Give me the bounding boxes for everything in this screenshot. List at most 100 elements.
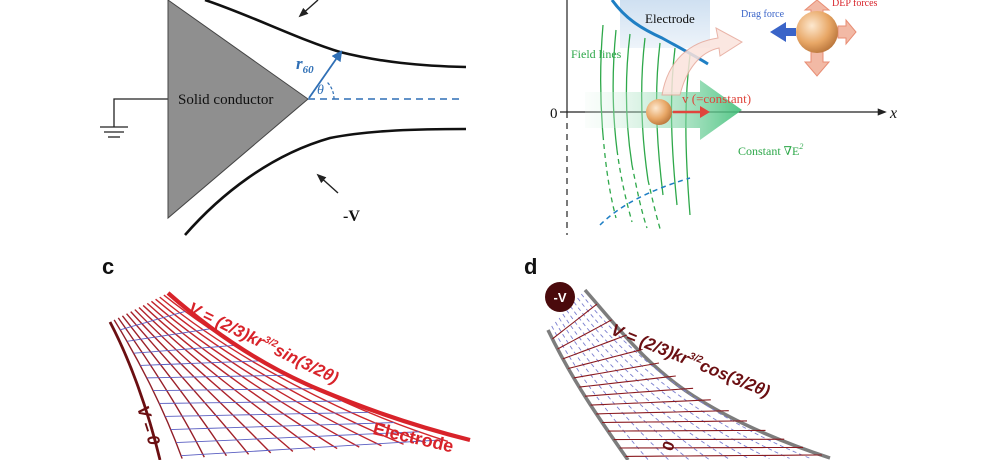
field-tick <box>201 346 211 349</box>
field-tick <box>319 423 339 426</box>
voltage-label: -V <box>343 208 360 225</box>
gradient-label-sup: 2 <box>799 142 803 151</box>
field-tick <box>147 336 155 339</box>
field-line <box>596 410 729 415</box>
force-particle <box>796 11 838 53</box>
radius-arrow <box>308 50 343 99</box>
panel-d-grid-lines <box>551 293 822 460</box>
velocity-label: v (=constant) <box>682 91 751 106</box>
field-tick <box>168 314 175 317</box>
potential-line <box>146 302 360 448</box>
field-tick <box>184 348 194 350</box>
conductor-label: Solid conductor <box>178 92 273 108</box>
potential-line <box>130 311 272 454</box>
panel-c-zero-label: V = 0 <box>133 403 164 448</box>
field-line <box>568 348 643 370</box>
field-line <box>552 303 598 340</box>
ground-icon <box>100 98 168 138</box>
potential-line <box>142 304 338 450</box>
field-tick <box>181 453 203 457</box>
potential-line <box>155 298 404 445</box>
field-tick <box>174 312 180 315</box>
dep-forces-label: DEP forces <box>832 0 878 9</box>
field-tick <box>277 436 298 439</box>
field-tick <box>245 426 264 428</box>
potential-line <box>159 296 426 444</box>
field-tick <box>141 321 148 325</box>
field-tick <box>216 439 237 442</box>
field-tick <box>189 330 197 333</box>
radius-label-sub: 60 <box>303 64 315 76</box>
field-tick <box>179 310 186 314</box>
panel-d-eq-exp: 3/2 <box>687 351 704 367</box>
potential-line <box>113 319 183 459</box>
panel-d-badge-label: -V <box>554 290 567 305</box>
panel-c: c V = (2/3)kr3/2sin(3/2θ) V = 0 Electrod… <box>102 254 471 460</box>
dep-force-right <box>837 18 857 46</box>
potential-line <box>580 293 810 459</box>
field-tick <box>193 347 202 350</box>
potential-line <box>566 309 730 460</box>
field-tick <box>338 434 359 436</box>
panel-d-zero-label: 0 <box>660 439 679 453</box>
potential-line <box>555 321 669 460</box>
field-tick <box>159 350 168 352</box>
field-line <box>573 362 660 379</box>
field-tick <box>398 431 420 434</box>
panel-c-potential-lines <box>113 294 449 459</box>
field-tick <box>257 437 278 440</box>
field-tick <box>168 333 176 336</box>
potential-line <box>569 305 750 460</box>
curved-motion-arrow <box>661 27 743 96</box>
particle <box>646 99 672 125</box>
panel-d-letter: d <box>524 254 537 279</box>
radius-label: r60 <box>296 54 314 76</box>
panel-b: 0 x Electrode Field lines Constant ∇E2 <box>550 0 897 235</box>
potential-line <box>562 313 710 460</box>
field-tick <box>142 351 151 353</box>
field-tick <box>317 434 339 437</box>
field-tick <box>282 425 302 427</box>
field-tick <box>210 346 219 348</box>
field-tick <box>333 444 356 447</box>
field-line <box>602 134 617 219</box>
field-tick <box>130 324 137 328</box>
top-pointer-arrow <box>298 0 319 18</box>
potential-line <box>121 315 228 457</box>
panel-d: d -V V = (2/3)kr3/2cos(3/2θ) 0 <box>524 254 831 460</box>
field-line <box>584 387 694 397</box>
field-tick <box>189 427 209 430</box>
field-tick <box>152 318 159 322</box>
field-tick <box>378 432 399 435</box>
potential-line <box>138 307 316 451</box>
force-diagram: Drag force DEP forces <box>741 0 878 77</box>
velocity-arrowhead <box>700 106 710 118</box>
field-tick <box>150 350 160 353</box>
field-tick <box>236 438 258 441</box>
potential-line <box>134 309 294 452</box>
field-tick <box>268 448 291 451</box>
field-tick <box>290 447 312 450</box>
panel-d-badge <box>545 282 575 312</box>
field-tick <box>157 317 164 320</box>
field-tick <box>120 327 126 331</box>
field-tick <box>133 338 141 341</box>
lower-electrode-curve <box>184 127 467 236</box>
field-tick <box>377 441 400 445</box>
field-line <box>625 454 822 457</box>
panel-d-outer-electrode <box>546 329 630 460</box>
field-tick <box>358 433 379 435</box>
field-tick <box>338 423 358 425</box>
field-line <box>612 29 618 151</box>
field-tick <box>297 435 318 438</box>
field-line <box>557 319 612 350</box>
field-tick <box>202 452 225 455</box>
field-line <box>616 149 633 223</box>
panel-c-letter: c <box>102 254 114 279</box>
field-line <box>602 420 748 424</box>
electrode-label: Electrode <box>645 11 695 26</box>
potential-line <box>126 313 250 455</box>
angle-label: θ <box>317 83 324 98</box>
field-tick <box>196 329 204 332</box>
